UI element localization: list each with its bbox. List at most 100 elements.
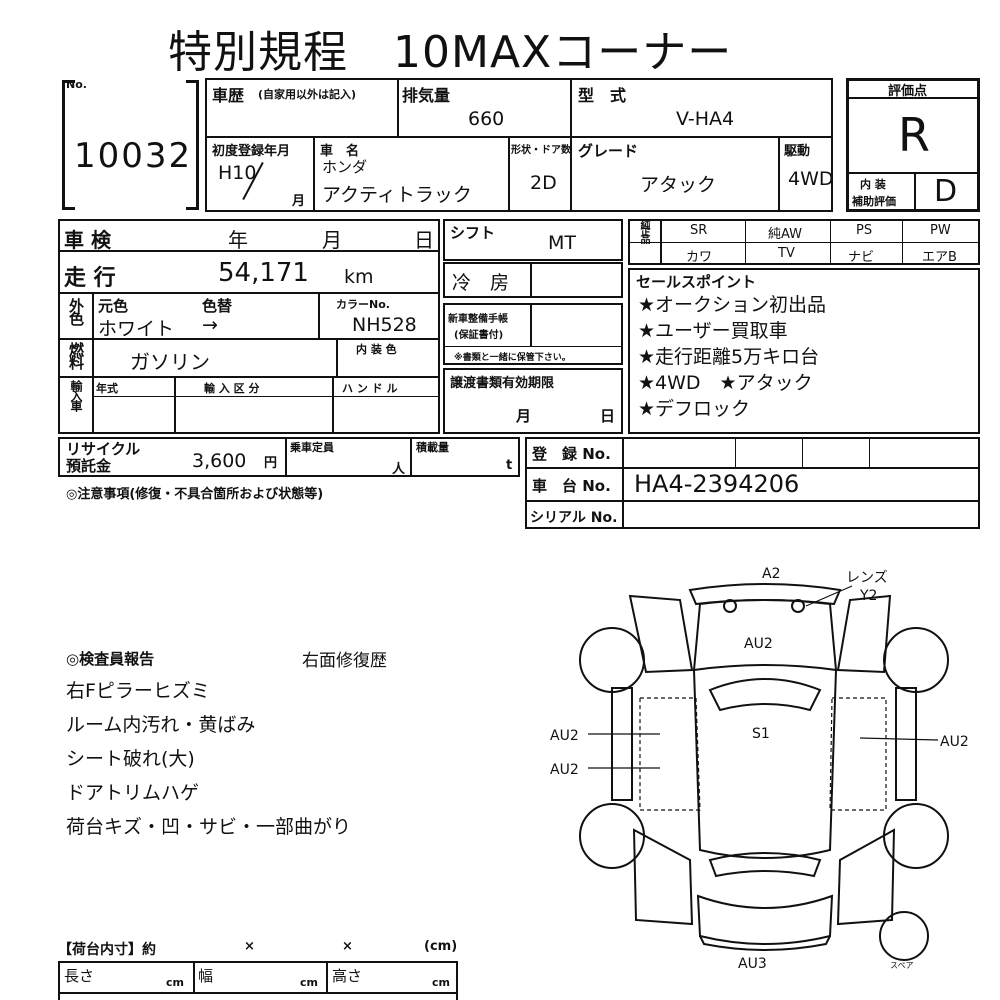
inspector-right-note: 右面修復歴 — [302, 651, 387, 671]
transfer-docs-label: 譲渡書類有効期限 — [450, 376, 555, 391]
transfer-docs-day: 日 — [600, 407, 616, 425]
car-maker: ホンダ — [322, 158, 368, 176]
color-side-label: 外色 — [67, 298, 85, 324]
car-name: アクティトラック — [322, 184, 472, 206]
model-value: V-HA4 — [676, 108, 735, 130]
equipment-pw: PW — [930, 223, 951, 238]
color-code-label: カラーNo. — [336, 298, 390, 311]
bed-height-label: 高さ — [332, 967, 363, 985]
load-unit: t — [506, 458, 513, 473]
history-label: 車歴 — [212, 86, 245, 105]
dashed-floor-right — [829, 697, 887, 811]
recycle-unit: 円 — [264, 456, 278, 471]
recycle-label-2: 預託金 — [66, 457, 112, 475]
ac-label: 冷 房 — [452, 272, 510, 294]
doors-label: 形状・ドア数 — [511, 145, 571, 156]
sales-point-5: ★デフロック — [638, 398, 751, 420]
first-reg-year: H10 — [218, 162, 257, 184]
dashed-floor-left — [639, 697, 701, 811]
inspection-year: 年 — [228, 228, 248, 252]
displacement-label: 排気量 — [402, 86, 451, 105]
page-title: 特別規程 10MAXコーナー — [168, 27, 733, 78]
equipment-ps: PS — [856, 223, 873, 238]
bed-height-unit: cm — [432, 976, 450, 989]
recycle-label-1: リサイクル — [66, 440, 141, 458]
interior-label-1: 内 装 — [860, 178, 886, 191]
registration-label: 登 録 No. — [532, 445, 611, 463]
diagram-right-label: AU2 — [940, 734, 969, 750]
first-reg-month: 月 — [292, 194, 306, 209]
transfer-docs-box — [443, 368, 623, 434]
sales-points-box — [628, 268, 980, 434]
load-label: 積載量 — [416, 441, 449, 454]
mileage-value: 54,171 — [218, 258, 309, 288]
score-value: R — [898, 108, 930, 162]
wheel-right-front — [883, 627, 949, 693]
diagram-left1-label: AU2 — [550, 728, 579, 744]
drive-value: 4WD — [788, 168, 834, 190]
displacement-value: 660 — [468, 108, 505, 130]
left-front-fender — [628, 594, 694, 674]
inspector-item-1: 右Fピラーヒズミ — [66, 680, 210, 702]
hood — [692, 599, 838, 672]
interior-label-2: 補助評価 — [852, 195, 896, 208]
wheel-right-rear — [883, 803, 949, 869]
score-label: 評価点 — [888, 84, 928, 99]
interior-color-label: 内 装 色 — [356, 343, 397, 356]
left-side-panel — [611, 687, 633, 801]
equipment-navi: ナビ — [848, 250, 875, 265]
equipment-aw: 純AW — [768, 227, 803, 242]
bed-x1: × — [244, 939, 255, 954]
inspection-label: 車 検 — [64, 228, 111, 252]
lot-bracket-right — [186, 80, 199, 210]
diagram-left2-label: AU2 — [550, 762, 579, 778]
mileage-label: 走 行 — [64, 266, 116, 291]
fuel-side-label: 燃料 — [67, 342, 85, 368]
bed-unit-label: (cm) — [424, 939, 458, 954]
lot-bracket-left — [62, 80, 75, 210]
diagram-roof-label: AU2 — [744, 636, 773, 652]
bed-width-label: 幅 — [198, 967, 214, 985]
first-reg-label: 初度登録年月 — [212, 144, 291, 159]
sales-point-1: ★オークション初出品 — [638, 294, 827, 316]
ac-box — [443, 262, 623, 298]
recycle-value: 3,600 — [192, 450, 247, 472]
headlight-right — [791, 599, 805, 613]
transfer-docs-month: 月 — [516, 407, 532, 425]
inspector-label: ◎検査員報告 — [66, 650, 155, 668]
warranty-box — [443, 303, 623, 365]
serial-label: シリアル No. — [530, 510, 618, 526]
diagram-spare-label: スペア — [890, 961, 913, 970]
right-rear-fender — [836, 828, 896, 926]
tailgate — [699, 935, 831, 951]
diagram-lens-label: レンズ — [846, 570, 888, 586]
warranty-label-2: (保証書付) — [454, 330, 504, 341]
warranty-label-1: 新車整備手帳 — [448, 314, 508, 325]
inspector-item-4: ドアトリムハゲ — [66, 782, 200, 804]
color-value: ホワイト — [98, 318, 175, 340]
lot-no-label: No. — [66, 78, 87, 91]
sales-point-2: ★ユーザー買取車 — [638, 320, 788, 342]
import-type-label: 輸 入 区 分 — [204, 382, 260, 395]
inspection-day: 日 — [414, 228, 434, 252]
equipment-sr: SR — [690, 223, 708, 238]
grade-value: アタック — [640, 174, 717, 196]
sales-point-4: ★4WD ★アタック — [638, 372, 813, 394]
shift-label: シフト — [450, 224, 496, 242]
sales-points-label: セールスポイント — [636, 273, 757, 291]
import-side-label: 輸入車 — [69, 380, 83, 410]
shift-box — [443, 219, 623, 261]
bed-length-label: 長さ — [64, 967, 95, 985]
inspector-item-5: 荷台キズ・凹・サビ・一部曲がり — [66, 816, 352, 838]
warranty-note: ※書類と一緒に保管下さい。 — [454, 353, 571, 363]
color-arrow: → — [202, 314, 218, 336]
history-note: (自家用以外は記入) — [258, 88, 357, 101]
sales-point-3: ★走行距離5万キロ台 — [638, 346, 820, 368]
equipment-label: 純正品 — [638, 220, 649, 241]
registration-table — [525, 437, 980, 529]
windshield — [708, 678, 822, 712]
car-name-label: 車 名 — [320, 144, 360, 159]
color-code: NH528 — [352, 314, 417, 336]
top-info-block — [205, 78, 833, 212]
equipment-tv: TV — [778, 246, 795, 261]
